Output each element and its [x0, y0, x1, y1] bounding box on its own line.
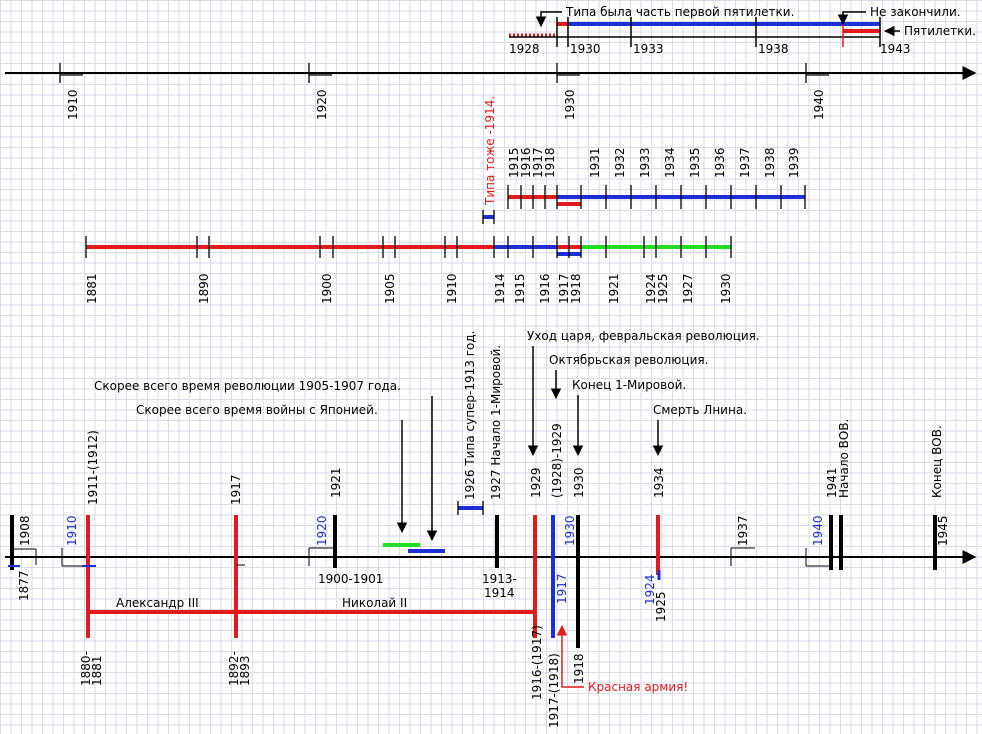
year-mapping-panel: Типа тоже -1914. 1915 1916 1917 1918 193…: [85, 96, 806, 304]
label-1928-1929: (1928)-1929: [550, 423, 564, 498]
note-start-ww1: 1927 Начало 1-Мировой.: [489, 345, 503, 500]
lower-year: 1916: [538, 273, 552, 304]
upper-year: 1916: [519, 147, 533, 178]
upper-year: 1937: [738, 147, 752, 178]
upper-year: 1936: [713, 147, 727, 178]
upper-year: 1933: [638, 147, 652, 178]
axis-year-1920: 1920: [315, 89, 329, 120]
label-1945: 1945: [936, 515, 950, 546]
axis-decades: 1910 1920 1930 1940: [5, 63, 977, 120]
upper-year: 1939: [787, 147, 801, 178]
upper-year: 1931: [588, 147, 602, 178]
five-year-plans-panel: 1928 1930 1933 1938 1943 Типа была часть…: [509, 5, 976, 56]
label-1934: 1934: [652, 467, 666, 498]
note-end-ww1: Конец 1-Мировой.: [572, 378, 686, 392]
lower-ticks: [85, 236, 732, 258]
lower-year: 1925: [656, 273, 670, 304]
lower-year: 1918: [569, 273, 583, 304]
label-1921: 1921: [329, 467, 343, 498]
label-1908: 1908: [18, 515, 32, 546]
arrow-part-of-first: [535, 11, 562, 28]
label-1900-1901: 1900-1901: [318, 572, 383, 586]
upper-year: 1918: [543, 147, 557, 178]
axis-year-1930: 1930: [563, 89, 577, 120]
upper-year: 1935: [688, 147, 702, 178]
lower-year: 1890: [197, 273, 211, 304]
label-start-wwii: Начало ВОВ.: [837, 419, 851, 498]
label-1916-1917: 1916-(1917): [530, 625, 544, 700]
label-1940: 1940: [811, 515, 825, 546]
lower-year: 1917: [557, 273, 571, 304]
axis-year-1910: 1910: [66, 89, 80, 120]
label-1920: 1920: [315, 515, 329, 546]
upper-year: 1938: [763, 147, 777, 178]
ruler-nicholas: Николай II: [342, 596, 407, 610]
label-1911-1912: 1911-(1912): [86, 430, 100, 505]
label-1910: 1910: [65, 515, 79, 546]
label-1937: 1937: [736, 515, 750, 546]
note-october: Октябрьская революция.: [549, 353, 708, 367]
note-red-army: Красная армия!: [588, 680, 688, 694]
ruler-alexander: Александр III: [116, 596, 199, 610]
lower-year: 1910: [445, 273, 459, 304]
label-1924: 1924: [643, 574, 657, 605]
label-1929: 1929: [529, 467, 543, 498]
lower-year: 1881: [85, 273, 99, 304]
arrow-not-finished: [837, 11, 866, 26]
label-1913: 1913-: [482, 572, 517, 586]
label-end-wwii: Конец ВОВ.: [930, 425, 944, 498]
label-1914: 1914: [484, 586, 515, 600]
note-five-year-plans: Пятилетки.: [904, 24, 976, 38]
label-1877: 1877: [17, 570, 31, 601]
events-timeline: Уход царя, февральская революция. Октябр…: [5, 329, 977, 728]
lower-year: 1914: [493, 273, 507, 304]
note-revolution-1905: Скорее всего время революции 1905-1907 г…: [94, 379, 401, 393]
label-1892-1893: 1892-1893: [227, 651, 252, 686]
lower-year: 1927: [681, 273, 695, 304]
label-1930: 1930: [572, 467, 586, 498]
axis-year-1940: 1940: [812, 89, 826, 120]
upper-year: 1934: [663, 147, 677, 178]
arrow-red-army: [556, 624, 584, 688]
plan-year-1930: 1930: [570, 42, 601, 56]
note-not-finished: Не закончили.: [870, 5, 961, 19]
label-1925: 1925: [654, 591, 668, 622]
label-1880-1881: 1880-1881: [79, 651, 104, 686]
label-1918: 1918: [572, 653, 586, 684]
note-part-of-first: Типа была часть первой пятилетки.: [565, 5, 794, 19]
plan-year-1938: 1938: [758, 42, 789, 56]
label-1917: 1917: [229, 474, 243, 505]
label-1917-1918: 1917-(1918): [547, 653, 561, 728]
lower-year: 1915: [513, 273, 527, 304]
label-1941: 1941: [825, 467, 839, 498]
lower-year: 1900: [320, 273, 334, 304]
upper-year: 1932: [613, 147, 627, 178]
plan-year-1933: 1933: [633, 42, 664, 56]
note-1914-too: Типа тоже -1914.: [483, 96, 497, 206]
lower-year: 1930: [719, 273, 733, 304]
note-tsar-leaves: Уход царя, февральская революция.: [527, 329, 760, 343]
lower-year: 1924: [644, 273, 658, 304]
upper-year: 1915: [507, 147, 521, 178]
plan-year-1928: 1928: [509, 42, 540, 56]
note-super-1913: 1926 Типа супер-1913 год.: [463, 331, 477, 500]
upper-year: 1917: [531, 147, 545, 178]
label-1917-blue: 1917: [555, 573, 569, 604]
lower-year: 1905: [383, 273, 397, 304]
note-war-japan: Скорее всего время войны с Японией.: [136, 403, 378, 417]
label-1930-blue: 1930: [563, 515, 577, 546]
plan-year-1943: 1943: [880, 42, 911, 56]
note-lenin-death: Смерть Лнина.: [653, 403, 747, 417]
lower-year: 1921: [607, 273, 621, 304]
upper-ticks: [507, 185, 806, 209]
